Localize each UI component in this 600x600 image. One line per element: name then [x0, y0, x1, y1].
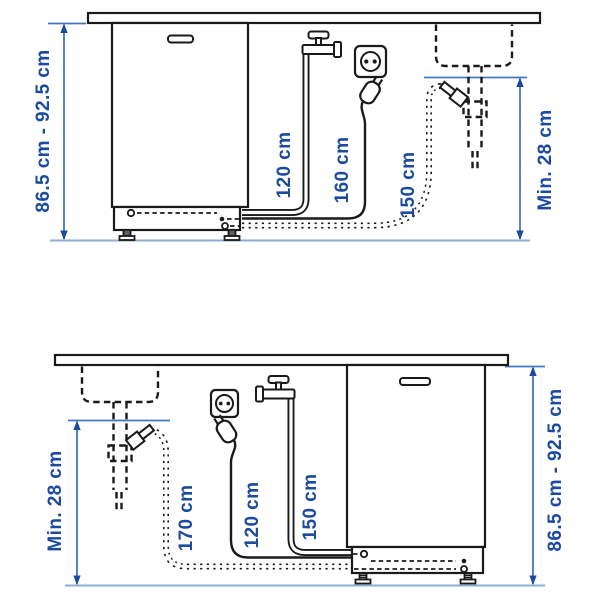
dishwasher: [345, 363, 487, 585]
sink-basin: [434, 24, 514, 68]
sink-drain-pipe: [462, 66, 488, 170]
power-cord: [242, 100, 367, 220]
power-plug-icon: [213, 414, 238, 444]
dim-label-min-height-top: Min. 28 cm: [535, 109, 556, 211]
sink-basin: [80, 366, 160, 404]
dishwasher-door: [110, 21, 250, 209]
diagram-bottom: [53, 353, 545, 587]
dim-label-min-height-bottom: Min. 28 cm: [45, 450, 66, 552]
dishwasher: [110, 21, 250, 241]
door-handle: [167, 34, 194, 44]
base-connections: [126, 208, 241, 230]
countertop: [86, 11, 542, 25]
drain-hose: [242, 82, 449, 229]
height-dimension: [505, 365, 545, 585]
adjustable-foot: [223, 229, 241, 241]
drain-hose-connector-icon: [124, 423, 156, 452]
adjustable-foot: [118, 229, 136, 241]
power-plug-icon: [359, 75, 384, 105]
supply-hose: [242, 52, 310, 216]
water-tap-icon: [301, 30, 342, 58]
countertop: [53, 353, 510, 367]
diagram-top: [48, 11, 542, 242]
power-outlet-icon: [353, 44, 388, 79]
base-connections: [353, 549, 468, 573]
height-dimension: [48, 22, 86, 240]
dim-label-supply-hose-bottom: 150 cm: [300, 473, 321, 541]
drain-hose: [148, 426, 352, 570]
dim-label-power-cord-bottom: 120 cm: [242, 481, 263, 549]
supply-hose: [287, 397, 352, 556]
dim-label-cabinet-height-top: 86.5 cm - 92.5 cm: [33, 49, 54, 213]
dim-label-drain-hose-top: 150 cm: [398, 151, 419, 219]
sink: [80, 366, 160, 511]
drain-min-height-dimension: [424, 76, 527, 240]
door-handle: [399, 377, 431, 386]
power-outlet-icon: [209, 388, 240, 419]
drain-min-height-dimension: [68, 419, 170, 585]
dim-label-drain-hose-bottom: 170 cm: [176, 484, 197, 552]
dim-label-cabinet-height-bottom: 86.5 cm - 92.5 cm: [545, 388, 566, 552]
water-tap-icon: [255, 375, 296, 403]
power-cord: [229, 439, 352, 559]
sink-drain-pipe: [107, 402, 133, 511]
drain-hose-connector-icon: [438, 80, 470, 109]
adjustable-foot: [459, 572, 477, 585]
dishwasher-door: [345, 363, 487, 549]
sink: [434, 24, 514, 170]
dim-label-power-cord-top: 160 cm: [332, 136, 353, 204]
adjustable-foot: [354, 572, 372, 585]
dim-label-supply-hose-top: 120 cm: [274, 131, 295, 199]
